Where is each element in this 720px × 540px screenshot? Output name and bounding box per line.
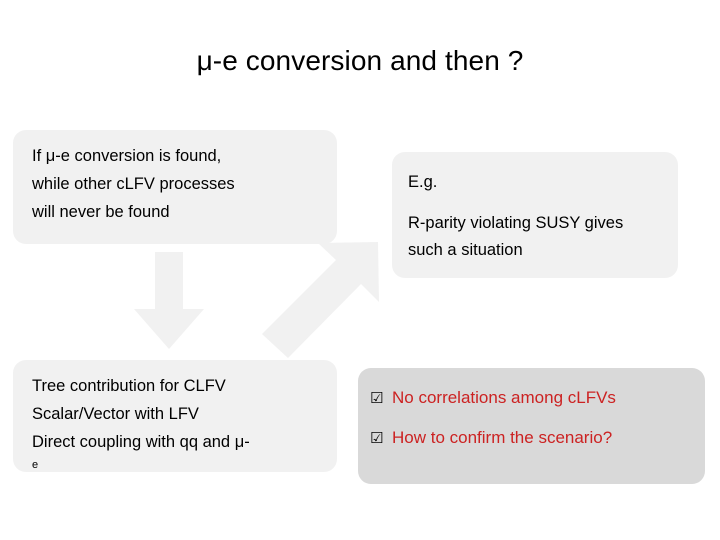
tree-line-1: Tree contribution for CLFV [32,377,226,395]
example-line-1: R-parity violating SUSY gives [408,214,624,232]
tree-line-2: Scalar/Vector with LFV [32,405,199,423]
checked-box-icon: ☑ [370,389,384,407]
tree-line-4: e [32,459,39,471]
if-found-line-1: If μ-e conversion is found, [32,147,222,165]
example-label: E.g. [408,173,438,191]
if-found-line-2: while other cLFV processes [32,175,235,193]
if-found-line-3: will never be found [32,203,170,221]
example-line-2: such a situation [408,241,523,259]
callout-tree-contribution: Tree contribution for CLFV Scalar/Vector… [13,360,337,472]
example-spacer [408,192,668,210]
callout-open-questions: ☑ No correlations among cLFVs ☑ How to c… [358,368,705,484]
checked-box-icon: ☑ [370,429,384,447]
down-arrow-icon [134,252,204,349]
diagonal-up-right-arrow-icon [262,242,379,358]
list-item: ☑ No correlations among cLFVs [370,388,699,408]
tree-line-3: Direct coupling with qq and μ- [32,433,250,451]
callout-example: E.g. R-parity violating SUSY gives such … [392,152,678,278]
list-item: ☑ How to confirm the scenario? [370,428,699,448]
page-title: μ-e conversion and then ? [196,45,524,76]
question-text-1: No correlations among cLFVs [392,388,616,407]
question-text-2: How to confirm the scenario? [392,428,613,447]
callout-if-found: If μ-e conversion is found, while other … [13,130,337,244]
